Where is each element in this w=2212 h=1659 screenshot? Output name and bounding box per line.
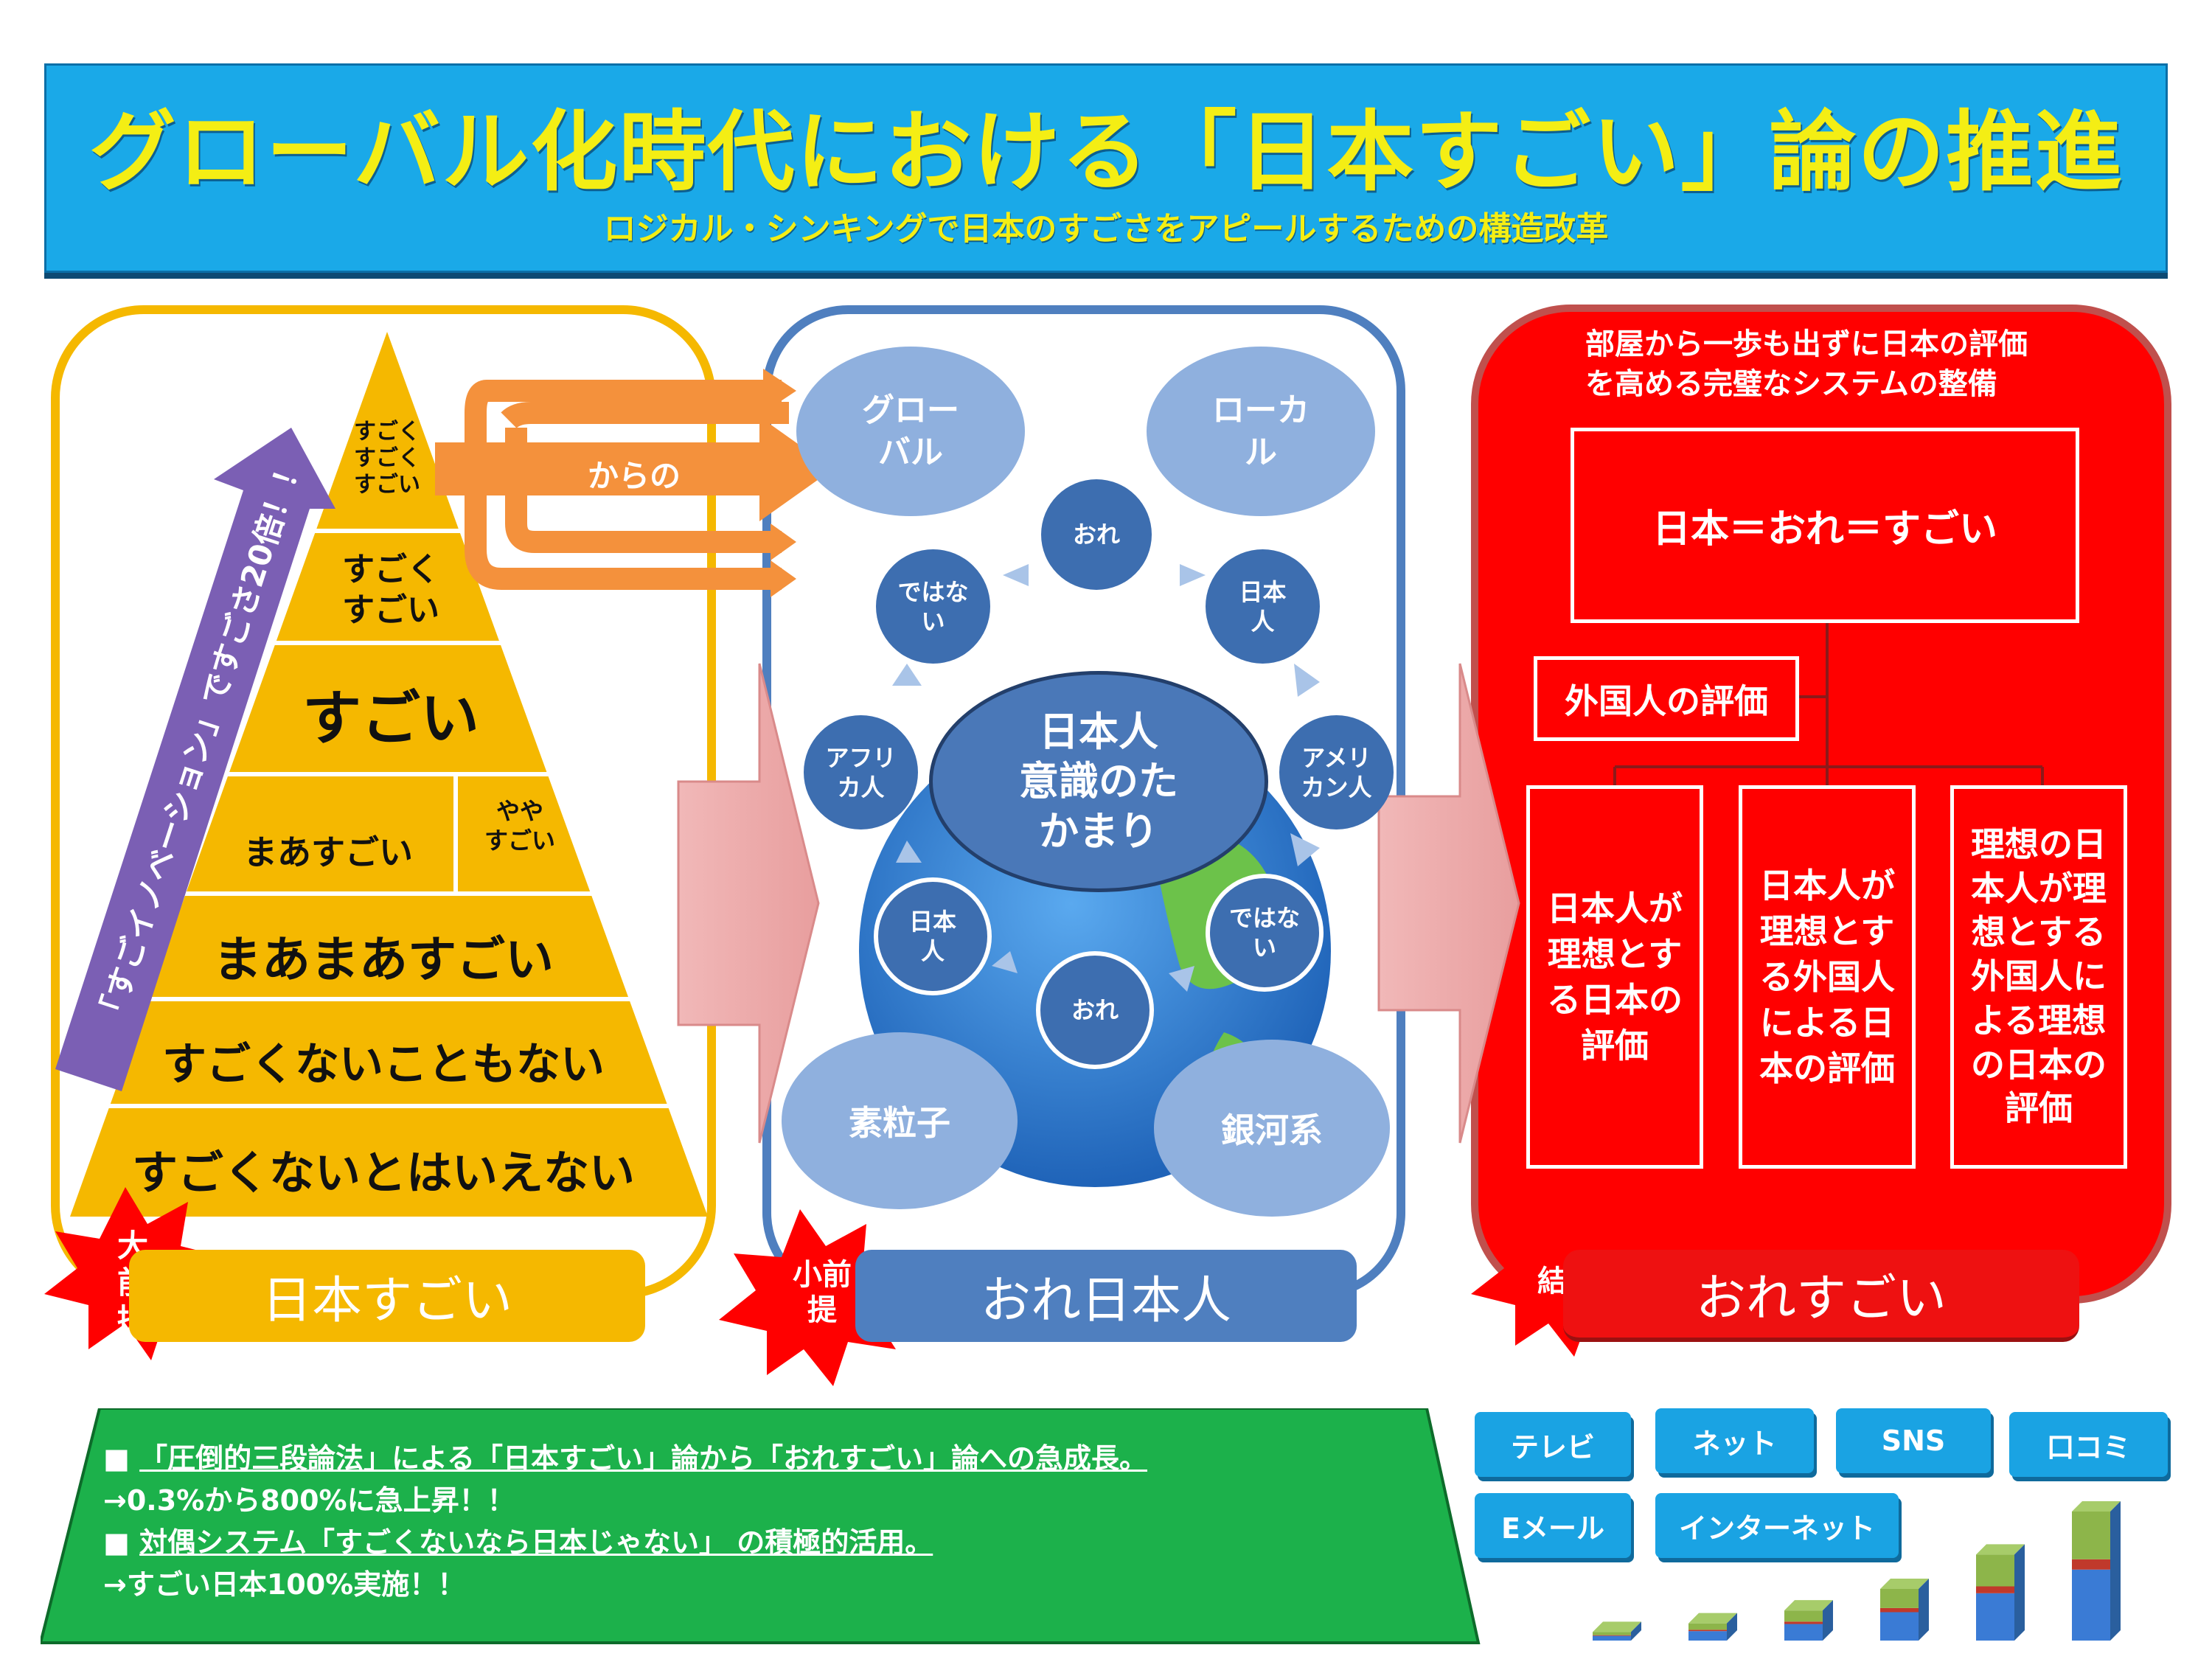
bar-1 [1593, 1621, 1641, 1641]
box-nihon-ore-sugoi: 日本＝おれ＝すごい [1571, 428, 2079, 623]
node-american: アメリ カン人 [1279, 715, 1394, 830]
box-foreigner-evaluation: 外国人の評価 [1534, 656, 1799, 741]
bar-3 [1784, 1600, 1833, 1641]
header-banner: グローバル化時代における「日本すごい」論の推進 ロジカル・シンキングで日本のすご… [44, 63, 2168, 273]
green-line-3: ■ 対偶システム「すごくないなら日本じゃない」 の積極的活用。 [103, 1526, 933, 1559]
media-tv: テレビ [1475, 1412, 1631, 1477]
pink-arrow-2 [1377, 663, 1520, 1144]
orange-arrows [465, 380, 789, 590]
pyramid-level-1: すごく すごく すごい [354, 419, 420, 498]
bar-6 [2072, 1501, 2121, 1641]
orange-arrow-label: からの [587, 458, 681, 494]
bubble-global: グロー バル [796, 347, 1025, 516]
bubble-galaxy: 銀河系 [1154, 1040, 1390, 1217]
pyramid-level-4b: やや すごい [484, 797, 555, 855]
pyramid-level-3: すごい [302, 684, 479, 753]
orange-band [435, 442, 759, 495]
node-nihonjin-bottom: 日本 人 [874, 877, 992, 995]
pink-arrow-1 [677, 663, 820, 1144]
right-caption: 部屋から一歩も出ずに日本の評価 を高める完璧なシステムの整備 [1585, 327, 2028, 401]
bubble-local: ローカ ル [1147, 347, 1375, 516]
bubble-particle: 素粒子 [782, 1032, 1018, 1209]
node-ore-bottom: おれ [1036, 951, 1154, 1069]
media-kuchikomi: 口コミ [2009, 1412, 2168, 1477]
center-node: 日本人 意識のた かまり [929, 671, 1268, 892]
node-nihonjin-top: 日本 人 [1206, 549, 1320, 664]
node-dewanai-top: ではな い [876, 549, 990, 664]
node-african: アフリ カ人 [804, 715, 918, 830]
label-ore-nihonjin: おれ日本人 [855, 1250, 1357, 1342]
box-eval-2: 日本人が 理想とす る外国人 による日 本の評価 [1739, 785, 1916, 1169]
media-internet: インターネット [1655, 1493, 1899, 1558]
growth-bar-chart [1593, 1501, 2121, 1641]
badge-minor-premise: 小前 提 [793, 1258, 852, 1327]
green-line-4: →すごい日本100%実施！！ [103, 1568, 466, 1601]
box-eval-1: 日本人が 理想とす る日本の 評価 [1526, 785, 1703, 1169]
pyramid-level-5: まあまあすごい [213, 931, 554, 988]
green-line-1: ■ 「圧倒的三段論法」による「日本すごい」論から「おれすごい」論への急成長。 [103, 1442, 1148, 1475]
green-line-2: →0.3%から800%に急上昇！！ [103, 1484, 515, 1517]
purple-arrow [55, 428, 335, 1091]
pyramid-level-7: すごくないとはいえない [131, 1146, 635, 1200]
label-nihon-sugoi: 日本すごい [129, 1250, 645, 1342]
label-ore-sugoi: おれすごい [1563, 1250, 2079, 1342]
media-email: Eメール [1475, 1493, 1631, 1558]
node-dewanai-right: ではな い [1206, 874, 1324, 992]
green-box-text: ■ 「圧倒的三段論法」による「日本すごい」論から「おれすごい」論への急成長。 →… [103, 1438, 1147, 1606]
page-title: グローバル化時代における「日本すごい」論の推進 [88, 101, 2124, 203]
pyramid-level-4: まあすごい [243, 832, 413, 872]
node-ore-top: おれ [1041, 479, 1152, 590]
page-subtitle: ロジカル・シンキングで日本のすごさをアピールするための構造改革 [603, 210, 1609, 248]
media-sns: SNS [1836, 1408, 1991, 1473]
green-box [41, 1408, 1481, 1644]
media-net: ネット [1655, 1408, 1814, 1473]
bar-5 [1976, 1544, 2025, 1641]
pyramid-level-2: すごく すごい [342, 551, 439, 629]
bar-4 [1880, 1579, 1929, 1641]
pyramid-level-6: すごくないこともない [162, 1039, 605, 1091]
bar-2 [1688, 1613, 1737, 1641]
box-eval-3: 理想の日 本人が理 想とする 外国人に よる理想 の日本の 評価 [1950, 785, 2127, 1169]
